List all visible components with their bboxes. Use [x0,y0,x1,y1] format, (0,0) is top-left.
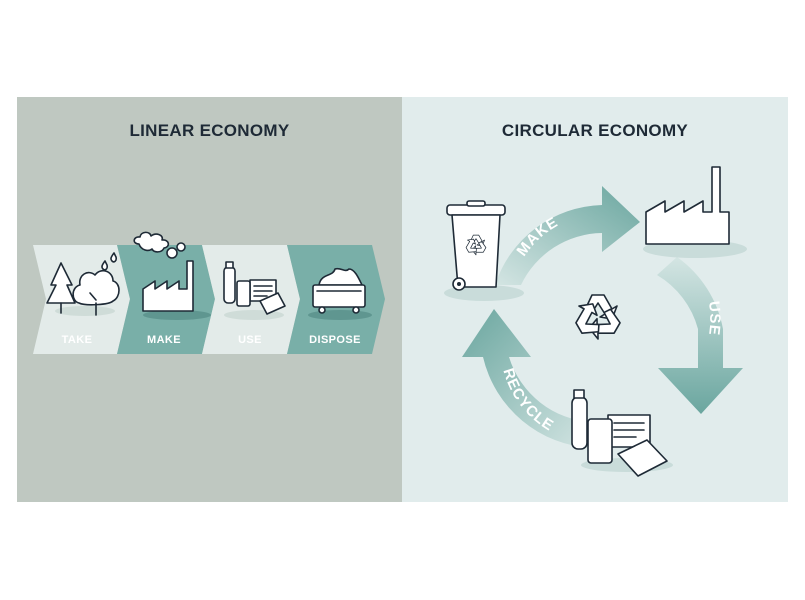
dumpster-icon [308,267,372,320]
recycle-symbol-icon [575,294,621,340]
trees-icon [46,252,120,316]
use-arrow-label: USE [705,300,722,337]
recycling-bin-icon [444,200,524,301]
factory-smoke-icon [133,231,211,320]
take-label: TAKE [62,334,93,346]
circular-flow-diagram: MAKE USE RECYCLE [444,166,747,477]
recycle-arrow [462,309,592,448]
products-icon [571,389,673,477]
linear-flow-diagram: TAKE MAKE USE DISPOSE [33,231,385,354]
svg-text:USE: USE [705,300,723,337]
make-arrow [495,186,640,285]
factory-icon [643,166,747,258]
linear-economy-panel: LINEAR ECONOMY [17,97,402,502]
products-icon [223,261,286,320]
dispose-label: DISPOSE [309,334,361,346]
circular-economy-panel: CIRCULAR ECONOMY MAKE USE RECYC [402,97,788,502]
use-label: USE [238,334,262,346]
circular-economy-title: CIRCULAR ECONOMY [501,121,689,140]
use-arrow [657,257,743,414]
linear-economy-title: LINEAR ECONOMY [129,121,290,140]
make-label: MAKE [147,334,181,346]
